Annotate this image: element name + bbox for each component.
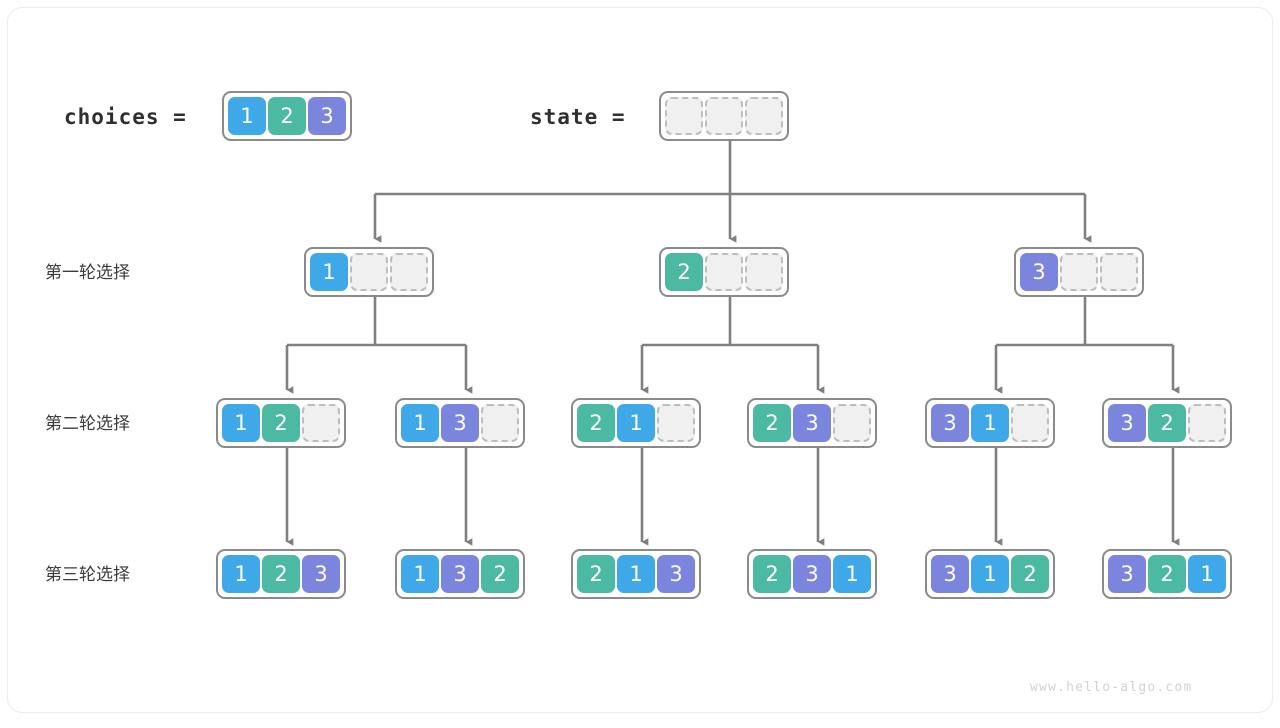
level2-5-cell-1: 2 bbox=[1148, 404, 1186, 442]
level3-5-cell-1: 2 bbox=[1148, 555, 1186, 593]
state-array bbox=[659, 91, 789, 141]
level1-2-cell-0: 3 bbox=[1020, 253, 1058, 291]
level2-4-cell-0: 3 bbox=[931, 404, 969, 442]
level3-3-cell-0: 2 bbox=[753, 555, 791, 593]
state-cell-2 bbox=[745, 97, 783, 135]
level2-0-cell-2 bbox=[302, 404, 340, 442]
level1-0-cell-1 bbox=[350, 253, 388, 291]
state-cell-1 bbox=[705, 97, 743, 135]
choices-label: choices = bbox=[64, 105, 187, 129]
level1-2-cell-2 bbox=[1100, 253, 1138, 291]
level3-4-cell-0: 3 bbox=[931, 555, 969, 593]
level3-0-cell-0: 1 bbox=[222, 555, 260, 593]
level2-4-cell-1: 1 bbox=[971, 404, 1009, 442]
level2-2-cell-1: 1 bbox=[617, 404, 655, 442]
row-label-round-1: 第一轮选择 bbox=[45, 263, 130, 283]
level3-1-cell-0: 1 bbox=[401, 555, 439, 593]
level3-2-cell-1: 1 bbox=[617, 555, 655, 593]
level2-5-cell-2 bbox=[1188, 404, 1226, 442]
choices-cell-0: 1 bbox=[228, 97, 266, 135]
level2-1-cell-0: 1 bbox=[401, 404, 439, 442]
level2-2-cell-0: 2 bbox=[577, 404, 615, 442]
tree-connectors bbox=[285, 141, 1180, 546]
level1-0-cell-0: 1 bbox=[310, 253, 348, 291]
level3-1-cell-1: 3 bbox=[441, 555, 479, 593]
tree-node-level1-0: 1 bbox=[304, 247, 434, 297]
row-label-round-2: 第二轮选择 bbox=[45, 414, 130, 434]
row-label-round-3: 第三轮选择 bbox=[45, 565, 130, 585]
level3-2-cell-2: 3 bbox=[657, 555, 695, 593]
level2-1-cell-2 bbox=[481, 404, 519, 442]
level2-3-cell-2 bbox=[833, 404, 871, 442]
level2-3-cell-1: 3 bbox=[793, 404, 831, 442]
level2-0-cell-0: 1 bbox=[222, 404, 260, 442]
watermark: www.hello-algo.com bbox=[1030, 680, 1193, 695]
level3-0-cell-1: 2 bbox=[262, 555, 300, 593]
level1-0-cell-2 bbox=[390, 253, 428, 291]
tree-node-level1-2: 3 bbox=[1014, 247, 1144, 297]
level2-0-cell-1: 2 bbox=[262, 404, 300, 442]
level3-4-cell-2: 2 bbox=[1011, 555, 1049, 593]
level3-5-cell-0: 3 bbox=[1108, 555, 1146, 593]
level3-2-cell-0: 2 bbox=[577, 555, 615, 593]
level2-1-cell-1: 3 bbox=[441, 404, 479, 442]
level2-2-cell-2 bbox=[657, 404, 695, 442]
level3-3-cell-1: 3 bbox=[793, 555, 831, 593]
level1-1-cell-2 bbox=[745, 253, 783, 291]
level3-0-cell-2: 3 bbox=[302, 555, 340, 593]
level1-1-cell-0: 2 bbox=[665, 253, 703, 291]
tree-node-level1-1: 2 bbox=[659, 247, 789, 297]
level3-4-cell-1: 1 bbox=[971, 555, 1009, 593]
state-label: state = bbox=[530, 105, 626, 129]
choices-cell-1: 2 bbox=[268, 97, 306, 135]
choices-cell-2: 3 bbox=[308, 97, 346, 135]
level3-5-cell-2: 1 bbox=[1188, 555, 1226, 593]
level1-1-cell-1 bbox=[705, 253, 743, 291]
level1-2-cell-1 bbox=[1060, 253, 1098, 291]
level3-3-cell-2: 1 bbox=[833, 555, 871, 593]
level2-5-cell-0: 3 bbox=[1108, 404, 1146, 442]
level3-1-cell-2: 2 bbox=[481, 555, 519, 593]
state-cell-0 bbox=[665, 97, 703, 135]
level2-4-cell-2 bbox=[1011, 404, 1049, 442]
level2-3-cell-0: 2 bbox=[753, 404, 791, 442]
